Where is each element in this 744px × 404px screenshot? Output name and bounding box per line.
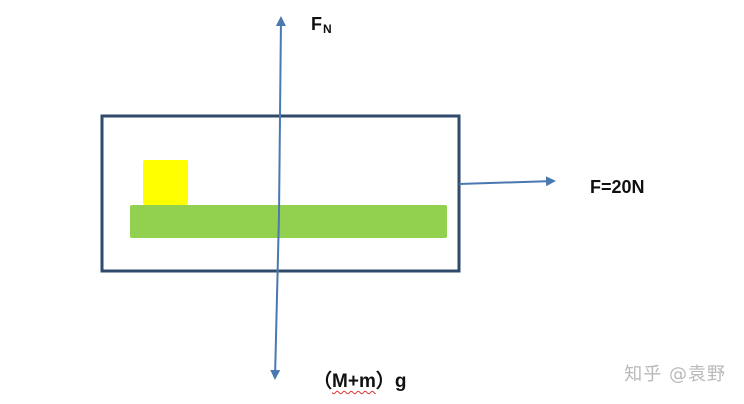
- weight-arrow: [270, 214, 281, 380]
- weight-mass-sum: M+m: [332, 371, 376, 392]
- plank: [130, 205, 447, 238]
- watermark: 知乎 @袁野: [624, 364, 726, 385]
- weight-open-paren: （: [313, 371, 333, 392]
- weight-close-g: ）g: [375, 371, 407, 392]
- normal-force-arrow: [275, 16, 286, 216]
- small-block: [143, 160, 188, 205]
- applied-force-arrow: [458, 176, 556, 187]
- normal-force-label: FN: [311, 14, 332, 36]
- normal-force-subscript: N: [323, 22, 332, 36]
- applied-force-label: F=20N: [590, 177, 645, 197]
- weight-label: （M+m）g: [313, 366, 406, 393]
- normal-force-symbol: F: [311, 14, 322, 34]
